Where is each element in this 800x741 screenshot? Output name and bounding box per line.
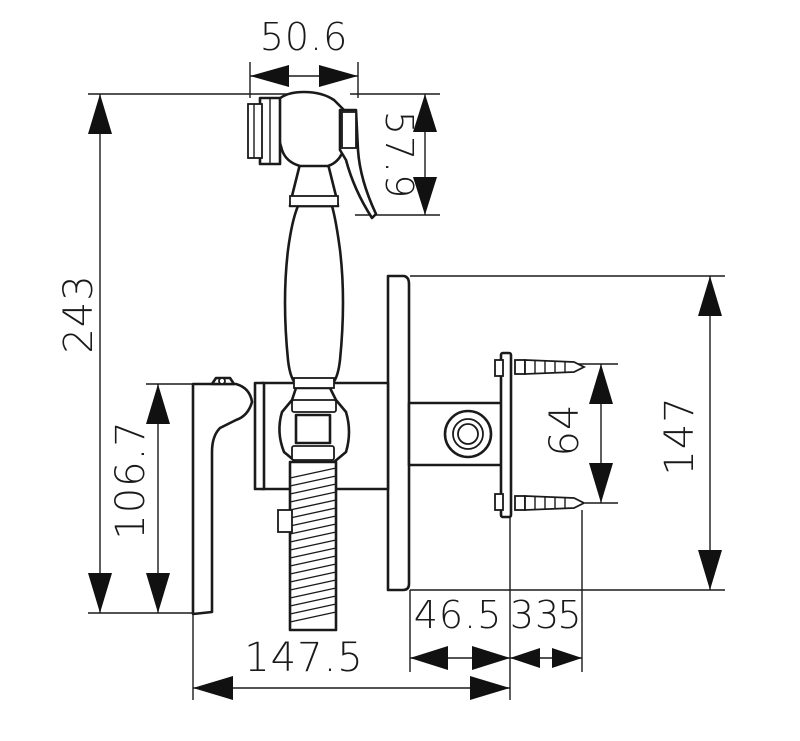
label-anchor-depth-b: 5 xyxy=(557,593,582,637)
label-handle-height: 106.7 xyxy=(108,420,154,540)
label-total-height: 243 xyxy=(56,274,102,353)
concealed-body xyxy=(407,401,507,467)
hand-shower-body xyxy=(283,204,345,389)
dimension-labels: 50.6 243 57.9 106.7 147 64 147.5 46.5 33… xyxy=(56,15,703,681)
shower-head xyxy=(247,90,346,168)
label-head-height: 57.9 xyxy=(377,111,421,200)
dimension-handle-height xyxy=(146,384,170,613)
lever-handle xyxy=(191,376,254,616)
dimension-total-height xyxy=(88,94,112,613)
trigger-lever xyxy=(338,108,378,220)
wall-anchor-bottom xyxy=(514,495,587,511)
hand-shower-neck xyxy=(288,162,340,208)
dimension-head-height xyxy=(413,94,437,215)
mounting-bracket xyxy=(494,351,513,519)
label-body-depth: 46.5 xyxy=(414,593,503,637)
dimension-plate-height xyxy=(698,276,722,590)
wall-plate xyxy=(386,274,411,592)
dimension-mount-spacing xyxy=(589,364,613,503)
label-anchor-depth-a: 33 xyxy=(510,593,560,637)
hose-holder xyxy=(278,386,351,464)
dimension-body-depth xyxy=(410,646,582,670)
label-total-depth: 147.5 xyxy=(244,635,364,681)
label-head-width: 50.6 xyxy=(260,15,349,59)
wall-anchor-top xyxy=(514,359,587,375)
shower-hose xyxy=(277,460,338,632)
dimension-head-width xyxy=(250,65,358,87)
dimension-total-depth xyxy=(193,676,510,700)
label-plate-height: 147 xyxy=(657,396,703,475)
label-mount-spacing: 64 xyxy=(542,404,588,457)
